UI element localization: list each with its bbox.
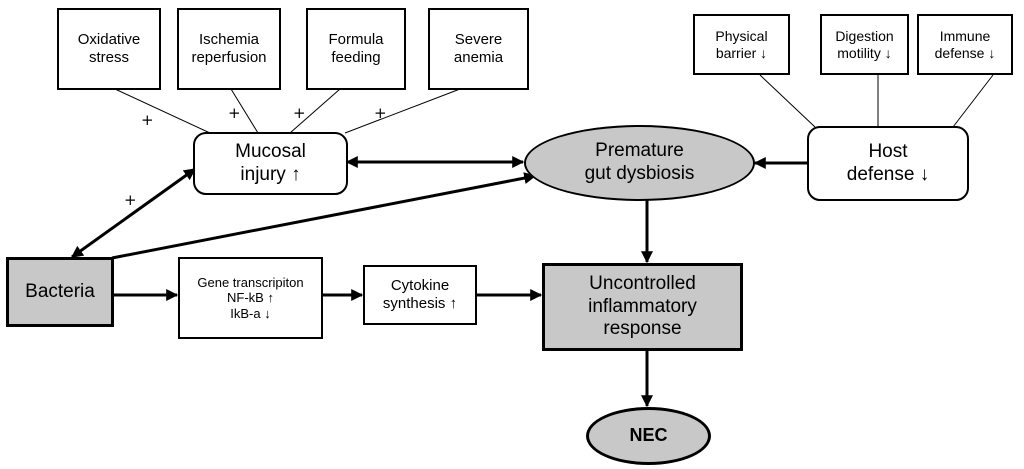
- node-mucosal-injury: Mucosal injury ↑: [193, 132, 348, 195]
- label-line: NF-kB ↑: [227, 290, 274, 306]
- line-anemia-to-mucosal: [344, 88, 461, 134]
- node-cytokine-synthesis: Cytokine synthesis ↑: [363, 265, 477, 325]
- node-premature-gut-dysbiosis: Premature gut dysbiosis: [524, 125, 755, 201]
- arrow-bacteria-mucosal: [71, 167, 196, 259]
- node-digestion-motility: Digestion motility ↓: [820, 14, 909, 75]
- plus-sign-anemia: +: [374, 104, 387, 122]
- label-line: reperfusion: [191, 49, 267, 66]
- node-gene-transcription: Gene transcripiton NF-kB ↑ IkB-a ↓: [178, 257, 323, 339]
- line-immune-to-host: [952, 74, 994, 128]
- label-line: Digestion: [835, 27, 894, 44]
- label-line: Host: [868, 140, 908, 162]
- label-line: Formula: [328, 31, 384, 48]
- label-line: inflammatory: [588, 295, 697, 317]
- label-line: Physical: [715, 27, 768, 44]
- arrow-bacteria-to-dysbiosis: [111, 172, 537, 260]
- label-line: Gene transcripiton: [197, 274, 304, 290]
- node-oxidative-stress: Oxidative stress: [57, 8, 161, 90]
- label-line: feeding: [331, 49, 381, 66]
- plus-sign-formula: +: [293, 104, 306, 122]
- label-line: Mucosal: [235, 140, 306, 162]
- line-ischemia-to-mucosal: [230, 88, 259, 134]
- label-line: response: [603, 318, 682, 340]
- label-line: synthesis ↑: [382, 295, 458, 312]
- node-immune-defense: Immune defense ↓: [917, 14, 1013, 75]
- label-line: Immune: [939, 27, 991, 44]
- plus-sign-bacteria: +: [124, 191, 137, 209]
- label-line: defense ↓: [846, 163, 930, 185]
- label-line: Bacteria: [25, 280, 95, 302]
- node-physical-barrier: Physical barrier ↓: [693, 14, 790, 75]
- label-line: Uncontrolled: [589, 272, 696, 294]
- label-line: Oxidative: [77, 31, 141, 48]
- node-nec: NEC: [586, 407, 711, 465]
- label-line: Premature: [595, 140, 684, 162]
- line-oxidative-to-mucosal: [114, 88, 211, 134]
- label-line: IkB-a ↓: [230, 305, 271, 321]
- line-physical-to-host: [759, 74, 816, 128]
- label-line: NEC: [629, 425, 668, 446]
- label-line: Ischemia: [198, 31, 260, 48]
- plus-sign-oxidative: +: [141, 111, 154, 129]
- node-ischemia-reperfusion: Ischemia reperfusion: [177, 8, 281, 90]
- node-formula-feeding: Formula feeding: [306, 8, 406, 90]
- label-line: defense ↓: [934, 44, 996, 61]
- node-bacteria: Bacteria: [6, 257, 114, 327]
- label-line: gut dysbiosis: [584, 163, 695, 184]
- label-line: Cytokine: [390, 277, 450, 294]
- label-line: Severe: [454, 31, 503, 48]
- label-line: stress: [88, 49, 129, 66]
- plus-sign-ischemia: +: [228, 104, 241, 122]
- node-uncontrolled-inflammatory-response: Uncontrolled inflammatory response: [542, 263, 743, 351]
- node-host-defense: Host defense ↓: [807, 126, 969, 201]
- label-line: motility ↓: [837, 44, 892, 61]
- line-formula-to-mucosal: [289, 88, 341, 134]
- node-severe-anemia: Severe anemia: [428, 8, 529, 90]
- label-line: barrier ↓: [715, 44, 768, 61]
- label-line: anemia: [453, 49, 504, 66]
- label-line: injury ↑: [240, 163, 301, 185]
